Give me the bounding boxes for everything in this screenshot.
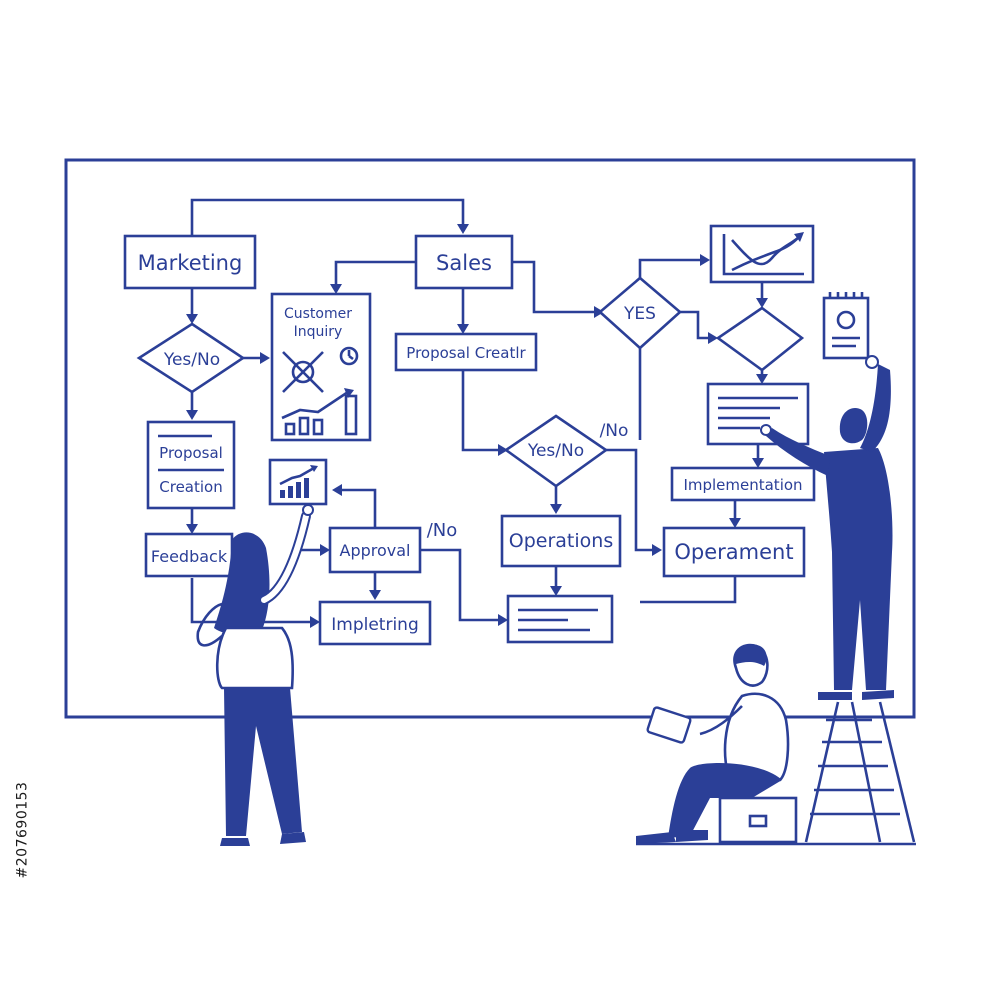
proposal-creatr-label: Proposal Creatlr [406,344,526,362]
sales-label: Sales [436,251,492,275]
implementation-box [670,466,816,502]
calendar-document-icon [822,292,870,360]
decision-diamond-right [715,306,805,372]
proposal-creatr-box [394,332,538,372]
proposal-creation-line1: Proposal [159,444,223,462]
man-on-ladder-figure [760,355,894,700]
yes-no-decision-left [136,322,246,394]
customer-inquiry-line2: Inquiry [294,324,343,340]
sales-box [414,234,514,290]
feedback-box [144,532,234,578]
bar-chart-icon [281,388,358,436]
text-document-box [706,382,810,446]
woman-figure [196,504,314,846]
yes-no-left-label: Yes/No [163,350,220,370]
no-approval-label: /No [427,520,458,541]
impletring-label: Impletring [331,615,419,635]
approval-label: Approval [340,541,411,560]
ladder-icon [804,701,916,843]
list-lines [518,608,598,632]
operament-label: Operament [674,540,793,564]
operament-box [662,526,806,578]
customer-inquiry-line1: Customer [284,306,352,322]
approval-box [328,526,422,574]
briefcase-icon [718,796,798,844]
tablet-icon [646,706,692,744]
growth-chart-card [268,458,328,506]
yes-decision [598,276,682,350]
yes-no-center-label: Yes/No [527,441,584,461]
stock-id-text: #207690153 [14,781,30,879]
implementation-label: Implementation [683,476,802,494]
proposal-creation-line2: Creation [159,478,222,496]
seated-man-figure [636,643,790,844]
yes-no-decision-center [503,414,609,488]
stock-id-watermark: #207690153 [3,740,41,920]
feedback-label: Feedback [151,547,228,566]
text-lines [718,396,798,430]
target-icon [282,351,324,393]
impletring-box [318,600,432,646]
operations-box [500,514,622,568]
connectors [186,198,768,628]
yes-label: YES [623,304,656,324]
no-center-label: /No [600,421,629,441]
operations-label: Operations [509,530,613,552]
clock-icon [339,346,359,366]
line-chart-icon [722,232,804,276]
marketing-label: Marketing [138,251,243,275]
marketing-box [123,234,257,290]
